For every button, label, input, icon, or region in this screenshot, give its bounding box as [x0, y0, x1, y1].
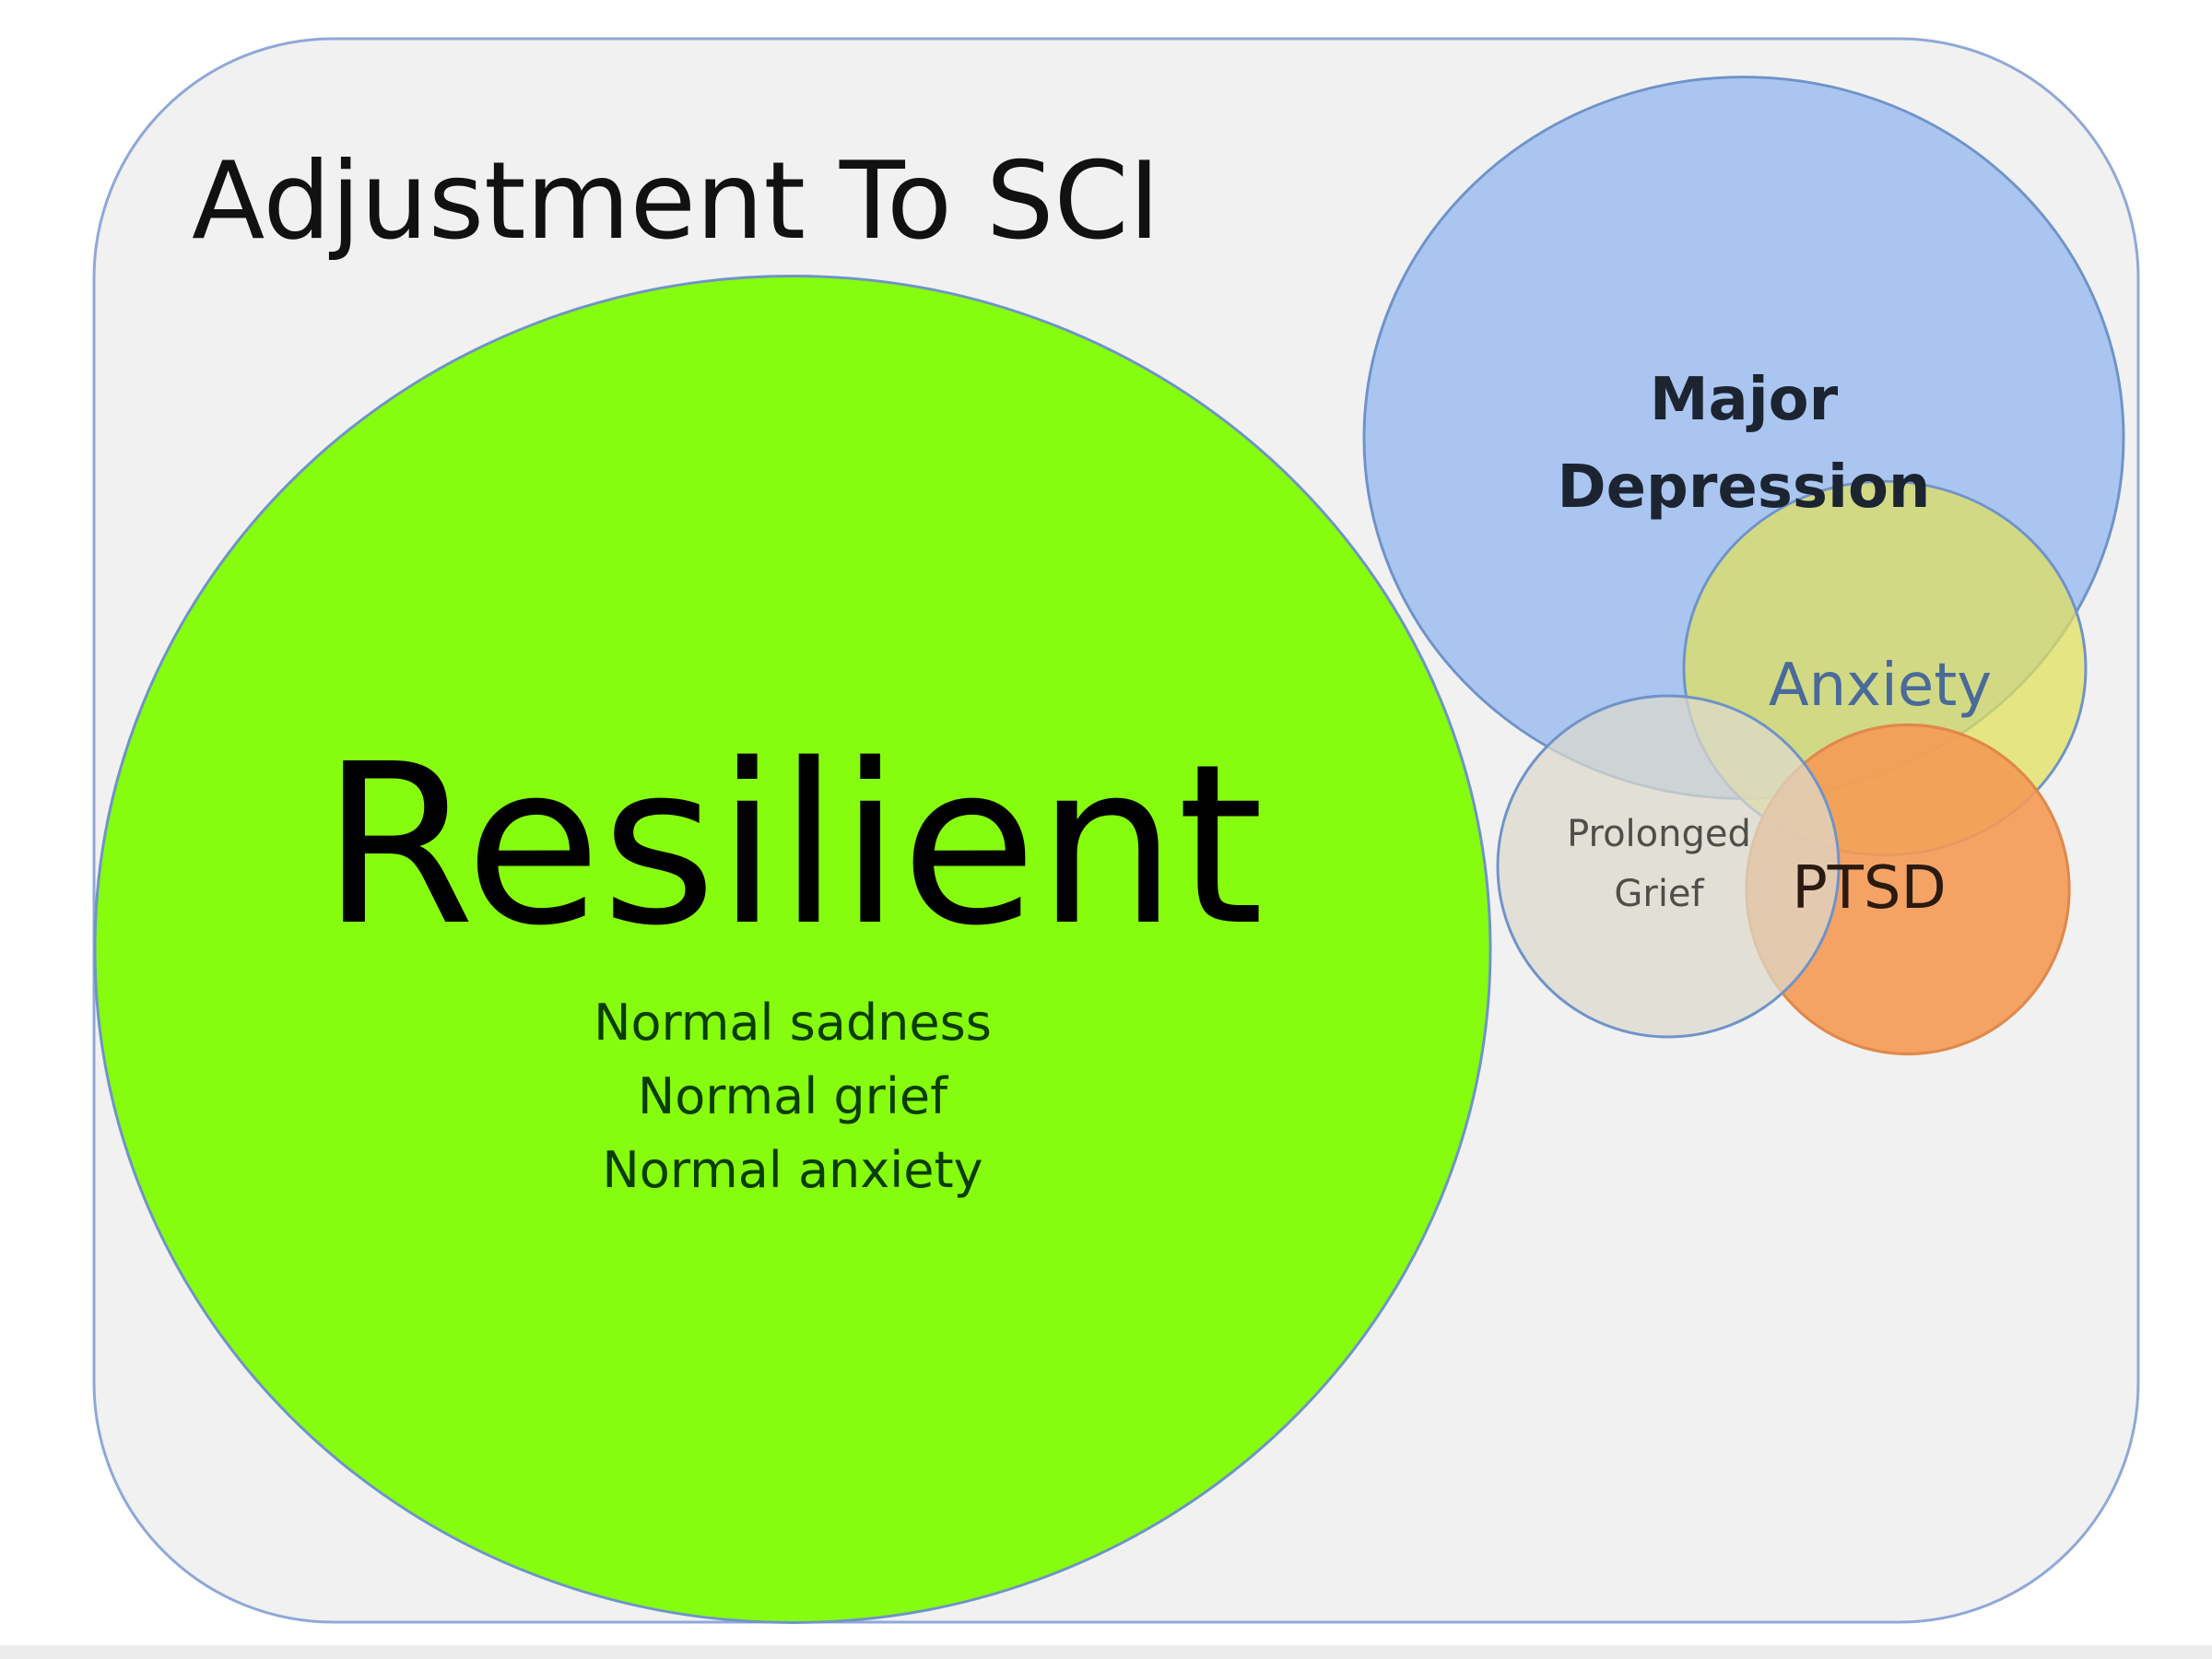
- major-depression-label: Depression: [1558, 453, 1931, 522]
- resilient-label: Resilient: [322, 716, 1265, 974]
- resilient-circle: [93, 275, 1492, 1624]
- prolonged-grief-label: Prolonged: [1567, 813, 1751, 855]
- anxiety-label: Anxiety: [1769, 652, 1992, 720]
- resilient-sublabel: Normal anxiety: [602, 1141, 982, 1199]
- prolonged-grief-circle: [1496, 694, 1841, 1039]
- bottom-strip: [0, 1645, 2212, 1659]
- resilient-sublabel: Normal sadness: [594, 994, 992, 1052]
- major-depression-label: Major: [1650, 366, 1839, 434]
- resilient-sublabel: Normal grief: [638, 1067, 949, 1125]
- prolonged-grief-label: Grief: [1614, 873, 1704, 915]
- ptsd-label: PTSD: [1792, 854, 1947, 923]
- diagram-title: Adjustment To SCI: [192, 139, 1160, 264]
